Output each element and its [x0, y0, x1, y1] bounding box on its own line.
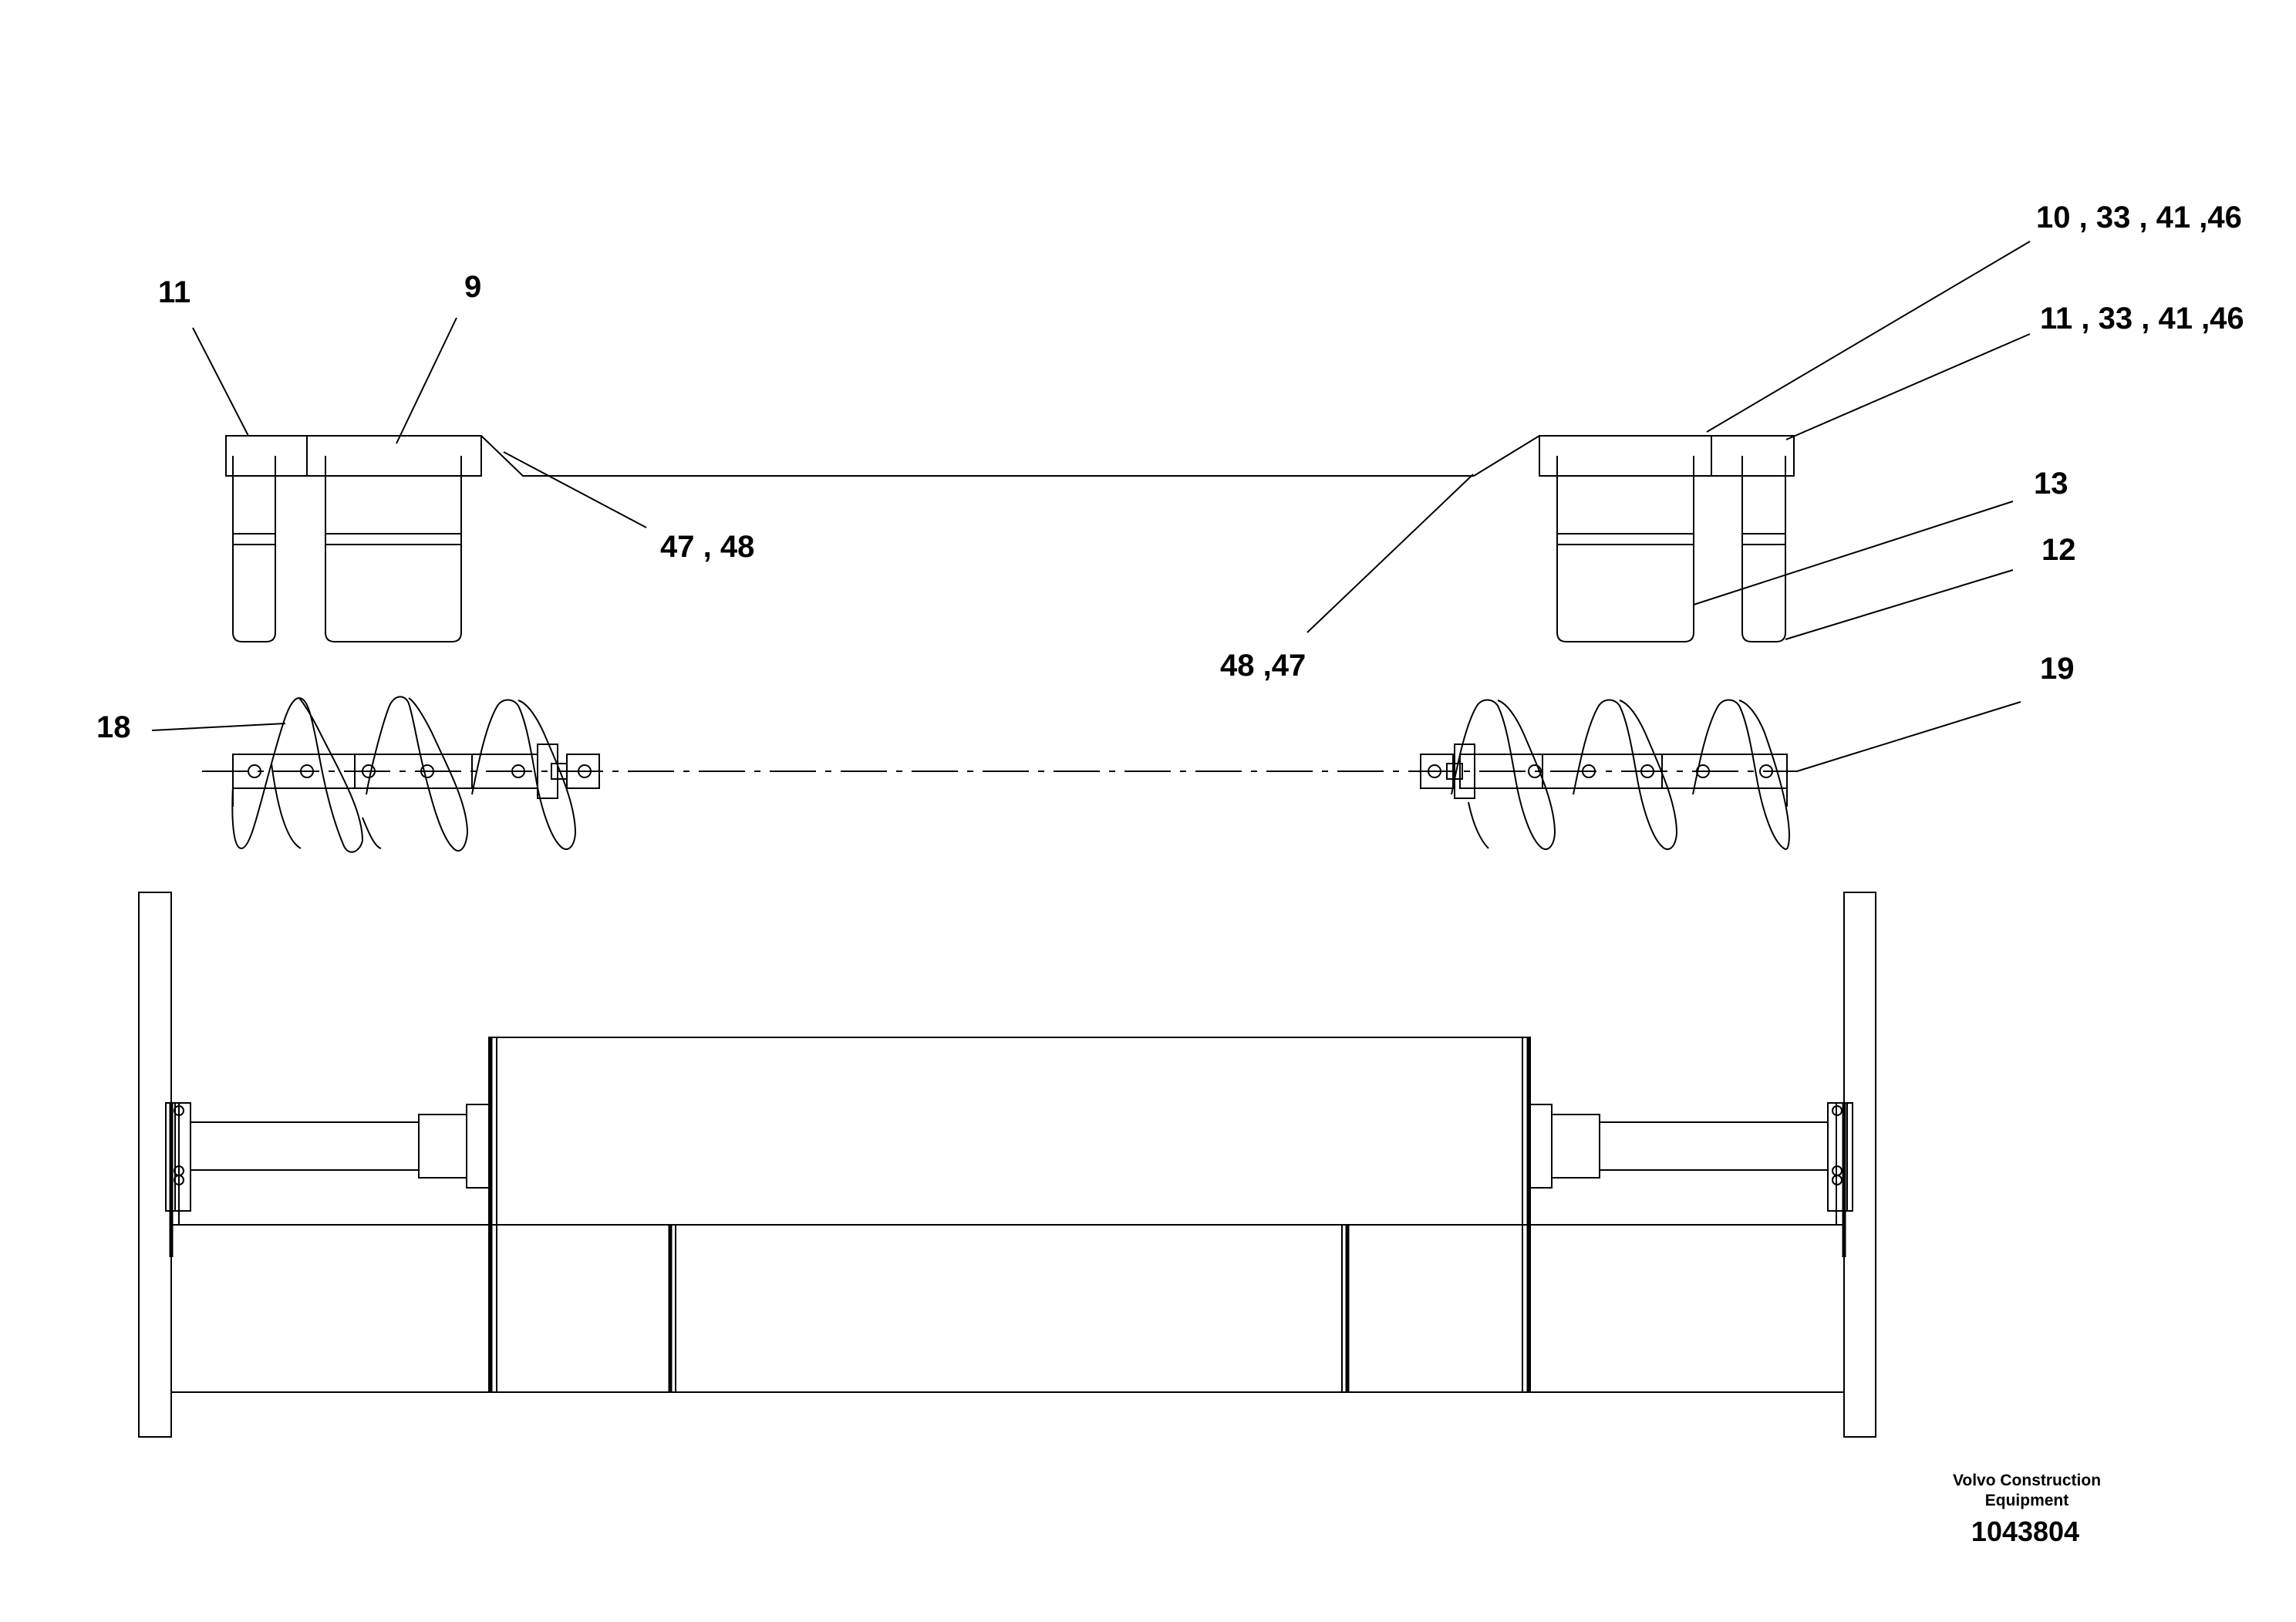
brand-line-1: Volvo Construction: [1953, 1472, 2101, 1489]
callout-12: 12: [2041, 533, 2076, 567]
callout-11-left: 11: [158, 275, 190, 309]
leader-lines: [151, 241, 2031, 772]
right-axle-shaft: [1599, 1121, 1829, 1171]
callout-48-47: 48 ,47: [1220, 649, 1306, 683]
auger-assembly: [202, 696, 1797, 853]
callout-9: 9: [464, 270, 481, 304]
roller-frame-assembly: [138, 892, 1876, 1438]
brand-line-2: Equipment: [1985, 1492, 2069, 1509]
right-auger-flight-3: [1692, 699, 1791, 850]
left-main-plate: [325, 456, 462, 642]
callout-47-48: 47 , 48: [660, 530, 754, 564]
left-axle-shaft: [190, 1121, 420, 1171]
callout-18: 18: [96, 710, 131, 744]
callout-11-33-41-46: 11 , 33 , 41 ,46: [2040, 302, 2244, 336]
left-top-block: [225, 435, 482, 477]
left-auger-flight-2: [366, 696, 469, 852]
roller-drum: [488, 1037, 1531, 1393]
top-frame-assembly: [225, 435, 1795, 642]
right-auger-flight-2: [1573, 699, 1678, 850]
left-auger-flight-1: [231, 696, 364, 853]
document-number: 1043804: [1971, 1516, 2079, 1547]
right-end-plate: [1843, 892, 1876, 1438]
right-auger-flight-1: [1451, 699, 1556, 850]
callout-13: 13: [2034, 467, 2068, 501]
right-side-plate: [1741, 456, 1786, 642]
left-side-plate: [232, 456, 276, 642]
right-main-plate: [1556, 456, 1694, 642]
frame-bar: [480, 435, 1540, 477]
title-block: Volvo Construction Equipment 1043804: [1953, 1472, 2101, 1547]
right-top-block: [1539, 435, 1795, 477]
callout-10-33-41-46: 10 , 33 , 41 ,46: [2036, 201, 2242, 234]
callout-19: 19: [2040, 652, 2075, 686]
left-auger-flight-3: [471, 699, 577, 850]
